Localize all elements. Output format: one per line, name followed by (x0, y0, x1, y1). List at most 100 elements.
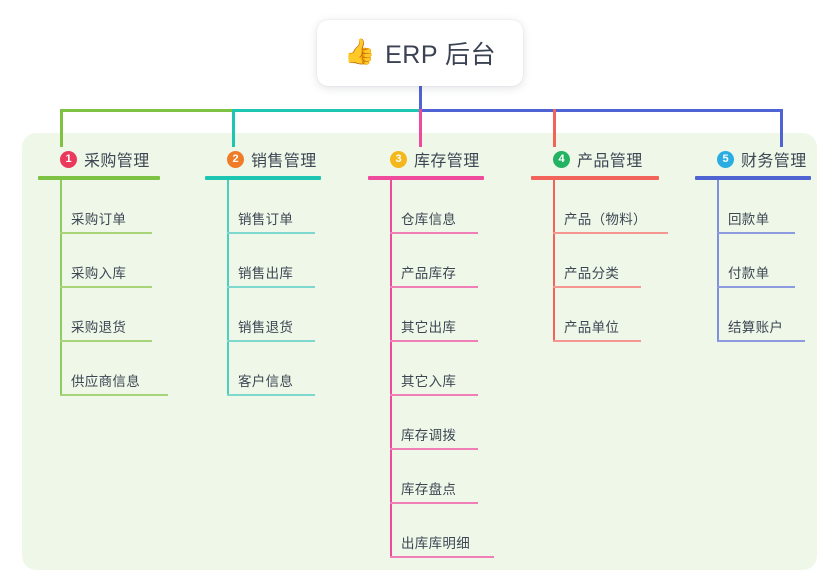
root-connector-stem (419, 86, 422, 110)
branch-spine (60, 180, 62, 396)
branch-item[interactable]: 其它入库 (390, 342, 484, 396)
branch-header-col-sales[interactable]: 2 销售管理 (205, 147, 321, 171)
branch-item-underline (60, 232, 152, 234)
branch-item-underline (227, 340, 315, 342)
branch-item[interactable]: 产品库存 (390, 234, 484, 288)
branch-spine (390, 180, 392, 558)
branch-item[interactable]: 客户信息 (227, 342, 321, 396)
branch-item-label: 其它出库 (401, 320, 457, 335)
branch-item[interactable]: 供应商信息 (60, 342, 168, 396)
branch-item-label: 产品单位 (564, 320, 620, 335)
branch-number-badge: 4 (553, 150, 570, 168)
branch-item-label: 销售出库 (238, 266, 294, 281)
root-node-title: ERP 后台 (385, 41, 497, 69)
connector-drop-col-inventory (419, 109, 422, 147)
branch-spine (553, 180, 555, 342)
branch-item[interactable]: 采购订单 (60, 180, 160, 234)
branch-item-underline (390, 448, 478, 450)
thumbs-up-icon: 👍 (343, 37, 376, 66)
branch-item-label: 产品库存 (401, 266, 457, 281)
connector-drop-col-finance (780, 109, 783, 147)
branch-spine (227, 180, 229, 396)
branch-item-label: 仓库信息 (401, 212, 457, 227)
branch-number-badge: 3 (390, 150, 407, 168)
branch-underline (695, 176, 811, 180)
branch-items-col-sales: 销售订单销售出库销售退货客户信息 (205, 180, 321, 396)
branch-col-sales: 2 销售管理销售订单销售出库销售退货客户信息 (205, 147, 321, 396)
branch-item[interactable]: 出库库明细 (390, 504, 494, 558)
branch-title: 采购管理 (84, 153, 150, 170)
branch-item-underline (390, 502, 478, 504)
branch-header-col-inventory[interactable]: 3 库存管理 (368, 147, 484, 171)
branch-item[interactable]: 结算账户 (717, 288, 811, 342)
branch-item[interactable]: 付款单 (717, 234, 811, 288)
branch-item-underline (390, 394, 478, 396)
branch-item[interactable]: 产品分类 (553, 234, 659, 288)
branch-number-badge: 2 (227, 150, 244, 168)
branch-title: 销售管理 (251, 153, 317, 170)
bus-segment-green (60, 109, 232, 112)
branch-item-label: 产品（物料） (564, 212, 647, 227)
branch-header-col-purchase[interactable]: 1 采购管理 (38, 147, 160, 171)
branch-item-underline (60, 394, 168, 396)
branch-item-underline (717, 340, 805, 342)
branch-col-product: 4 产品管理产品（物料） 产品分类产品单位 (531, 147, 668, 342)
branch-item[interactable]: 库存盘点 (390, 450, 484, 504)
root-node[interactable]: 👍 ERP 后台 (317, 20, 523, 86)
branch-item-underline (60, 340, 152, 342)
branch-item-underline (227, 232, 315, 234)
branch-item-underline (227, 394, 315, 396)
branch-header-col-product[interactable]: 4 产品管理 (531, 147, 659, 171)
branch-items-col-finance: 回款单付款单结算账户 (695, 180, 811, 342)
branch-items-col-purchase: 采购订单采购入库采购退货供应商信息 (38, 180, 168, 396)
branch-item[interactable]: 销售出库 (227, 234, 321, 288)
branch-item-label: 采购退货 (71, 320, 127, 335)
branch-item[interactable]: 采购退货 (60, 288, 160, 342)
branch-item-underline (553, 286, 641, 288)
branch-item-underline (717, 232, 795, 234)
connector-drop-col-purchase (60, 109, 63, 147)
branch-title: 产品管理 (577, 153, 643, 170)
branch-item-label: 供应商信息 (71, 374, 140, 389)
branch-item[interactable]: 产品单位 (553, 288, 659, 342)
branch-item[interactable]: 仓库信息 (390, 180, 484, 234)
branch-item-label: 销售订单 (238, 212, 294, 227)
branch-item[interactable]: 产品（物料） (553, 180, 668, 234)
branch-item[interactable]: 回款单 (717, 180, 811, 234)
bus-segment-blue (419, 109, 780, 112)
branch-item-label: 产品分类 (564, 266, 620, 281)
branch-item[interactable]: 采购入库 (60, 234, 160, 288)
branch-item[interactable]: 库存调拨 (390, 396, 484, 450)
branch-header-col-finance[interactable]: 5 财务管理 (695, 147, 811, 171)
branch-item[interactable]: 销售退货 (227, 288, 321, 342)
branch-underline (368, 176, 484, 180)
branch-underline (205, 176, 321, 180)
branch-number-badge: 5 (717, 150, 734, 168)
branch-item-underline (717, 286, 795, 288)
branch-item-underline (60, 286, 152, 288)
diagram-background-panel (22, 133, 817, 570)
connector-drop-col-product (553, 109, 556, 147)
branch-item[interactable]: 其它出库 (390, 288, 484, 342)
branch-item-underline (227, 286, 315, 288)
branch-item-label: 采购入库 (71, 266, 127, 281)
branch-item[interactable]: 销售订单 (227, 180, 321, 234)
branch-item-label: 采购订单 (71, 212, 127, 227)
branch-item-label: 回款单 (728, 212, 770, 227)
branch-item-label: 销售退货 (238, 320, 294, 335)
branch-item-underline (553, 232, 668, 234)
branch-item-label: 出库库明细 (401, 536, 470, 551)
branch-title: 库存管理 (414, 153, 480, 170)
branch-items-col-inventory: 仓库信息产品库存其它出库其它入库库存调拨库存盘点出库库明细 (368, 180, 494, 558)
branch-item-underline (390, 556, 494, 558)
branch-item-underline (390, 232, 478, 234)
branch-number-badge: 1 (60, 150, 77, 168)
branch-title: 财务管理 (741, 153, 807, 170)
branch-col-purchase: 1 采购管理采购订单采购入库采购退货供应商信息 (38, 147, 168, 396)
branch-item-underline (390, 286, 478, 288)
branch-item-label: 客户信息 (238, 374, 294, 389)
branch-items-col-product: 产品（物料） 产品分类产品单位 (531, 180, 668, 342)
branch-col-finance: 5 财务管理回款单付款单结算账户 (695, 147, 811, 342)
bus-segment-teal (232, 109, 419, 112)
